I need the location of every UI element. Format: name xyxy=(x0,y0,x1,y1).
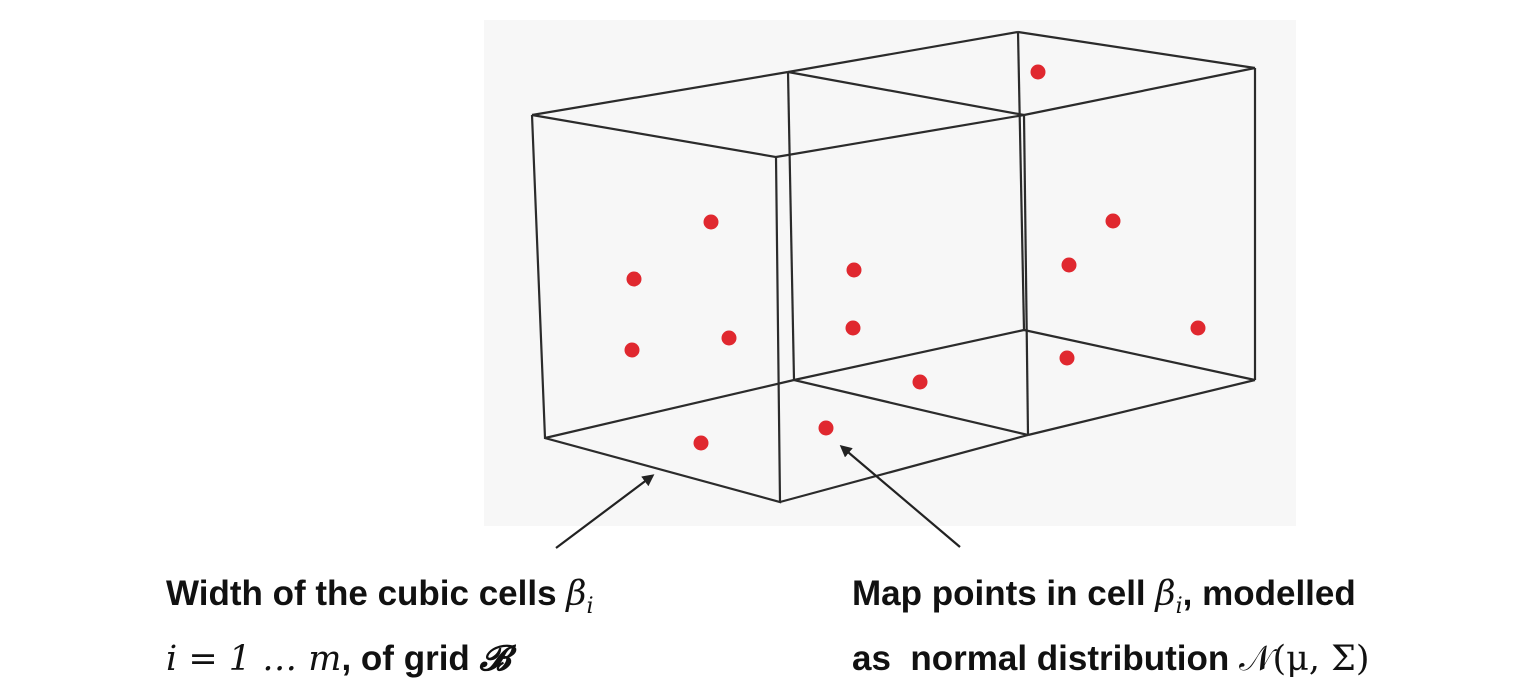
map-point xyxy=(1059,350,1075,366)
caption-text: Width of the cubic cells xyxy=(166,574,567,613)
cell-inner-vertical-left xyxy=(786,71,796,381)
caption-text: as normal distribution xyxy=(852,639,1239,678)
cubic-grid-diagram xyxy=(484,20,1296,549)
annotation-arrows xyxy=(555,445,961,549)
cell-inner-vertical-back xyxy=(1016,31,1026,331)
cell-top-divider xyxy=(787,70,1025,117)
cell-bottom-divider xyxy=(793,378,1029,437)
grid-cell-edges xyxy=(530,30,1257,504)
map-point xyxy=(1105,213,1121,229)
diagram-panel xyxy=(484,20,1296,526)
map-point xyxy=(1030,64,1046,80)
map-point xyxy=(845,320,861,336)
grid-symbol: 𝓑 xyxy=(479,638,511,679)
cell-top-edge-right xyxy=(1017,30,1256,70)
cell-top-front-edge-right xyxy=(1023,66,1256,117)
cell-width-caption-line1: Width of the cubic cells βi xyxy=(166,568,594,633)
cell-top-edge-left xyxy=(531,70,789,117)
cell-width-caption-line2: i = 1 … m, of grid 𝓑 xyxy=(166,633,594,685)
map-points-caption-line1: Map points in cell βi, modelled xyxy=(852,568,1370,633)
map-points-caption-line2: as normal distribution 𝒩(μ, Σ) xyxy=(852,633,1370,685)
map-point xyxy=(846,262,862,278)
cell-top-front-edge xyxy=(775,113,1025,159)
map-point xyxy=(703,214,719,230)
map-points xyxy=(624,64,1206,451)
cell-bottom-edge-left xyxy=(544,378,795,440)
cell-bottom-front-edge xyxy=(779,433,1029,504)
cell-width-arrow xyxy=(555,474,655,549)
map-points-caption: Map points in cell βi, modelled as norma… xyxy=(852,568,1370,685)
map-point xyxy=(1061,257,1077,273)
beta-symbol: β xyxy=(566,574,587,614)
normal-distribution-math: 𝒩(μ, Σ) xyxy=(1238,639,1370,679)
map-point xyxy=(1190,320,1206,336)
beta-subscript: i xyxy=(586,594,594,619)
index-range-math: i = 1 … m xyxy=(166,639,342,679)
beta-subscript: i xyxy=(1175,594,1183,619)
caption-text: , of grid xyxy=(341,639,480,678)
caption-text: Map points in cell xyxy=(852,574,1156,613)
cell-width-caption: Width of the cubic cells βi i = 1 … m, o… xyxy=(166,568,594,685)
map-point xyxy=(721,330,737,346)
cell-bottom-back-edge xyxy=(793,328,1025,382)
map-point xyxy=(624,342,640,358)
map-point xyxy=(626,271,642,287)
map-points-arrow xyxy=(839,445,961,548)
cell-top-edge-back xyxy=(787,30,1019,74)
cell-inner-vertical-front xyxy=(1022,114,1030,436)
map-point xyxy=(818,420,834,436)
cell-bottom-front-edge-right xyxy=(1027,378,1256,437)
beta-symbol: β xyxy=(1155,574,1176,614)
caption-text: , modelled xyxy=(1182,574,1356,613)
cell-bottom-back-edge-right xyxy=(1023,328,1256,382)
map-point xyxy=(693,435,709,451)
map-point xyxy=(912,374,928,390)
